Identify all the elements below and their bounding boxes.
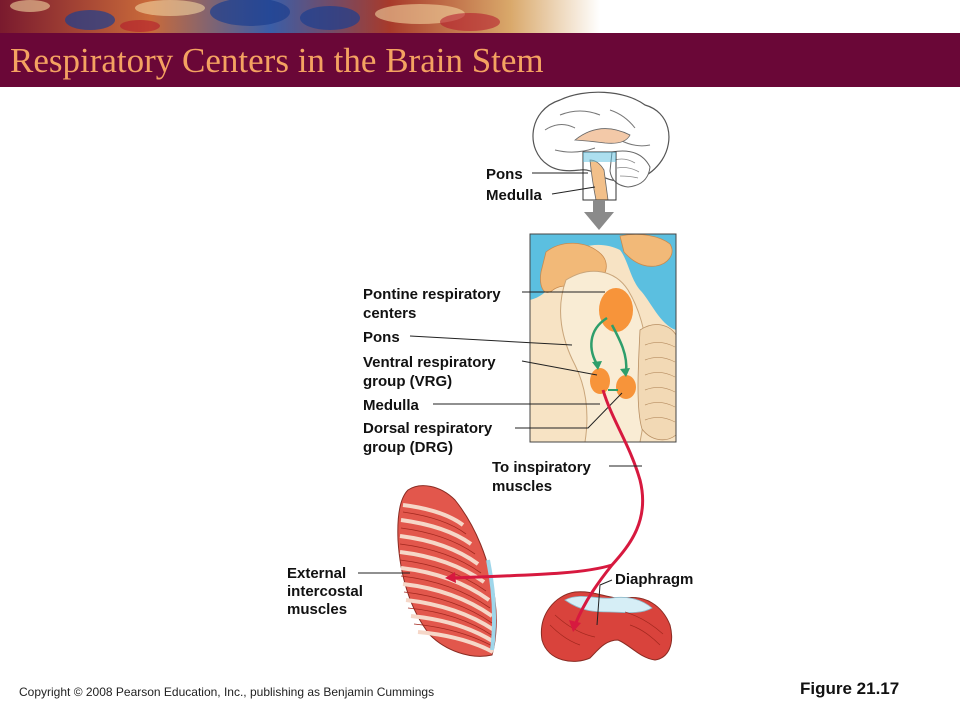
label-external-line1: External [287, 565, 346, 582]
label-pons-overview: Pons [486, 166, 523, 183]
slide-title: Respiratory Centers in the Brain Stem [10, 41, 544, 80]
phrenic-nerve-path [573, 389, 645, 626]
label-external-line2: intercostal [287, 583, 363, 600]
label-to-inspiratory-line2: muscles [492, 478, 552, 495]
rib-cage-illustration [397, 485, 497, 657]
diaphragm-illustration [540, 591, 673, 662]
figure-number: Figure 21.17 [800, 679, 900, 698]
label-medulla-overview: Medulla [486, 187, 542, 204]
vrg-marker [590, 368, 610, 394]
label-medulla: Medulla [363, 397, 419, 414]
label-vrg-line1: Ventral respiratory [363, 354, 496, 371]
copyright-notice: Copyright © 2008 Pearson Education, Inc.… [19, 685, 435, 699]
label-drg-line1: Dorsal respiratory [363, 420, 493, 437]
label-pontine-centers-line2: centers [363, 305, 416, 322]
label-pontine-centers-line1: Pontine respiratory [363, 286, 501, 303]
label-to-inspiratory-line1: To inspiratory [492, 459, 592, 476]
label-external-line3: muscles [287, 601, 347, 618]
brain-overview-illustration [532, 91, 670, 201]
drg-marker [616, 375, 636, 399]
label-pons: Pons [363, 329, 400, 346]
brainstem-closeup [529, 233, 677, 443]
label-diaphragm: Diaphragm [615, 571, 693, 588]
title-bar [0, 33, 960, 87]
pontine-center-marker [599, 288, 633, 332]
intercostal-nerve-path [451, 563, 613, 580]
decorative-banner [0, 0, 600, 33]
label-vrg-line2: group (VRG) [363, 373, 452, 390]
label-drg-line2: group (DRG) [363, 439, 453, 456]
zoom-arrow-icon [584, 200, 614, 230]
